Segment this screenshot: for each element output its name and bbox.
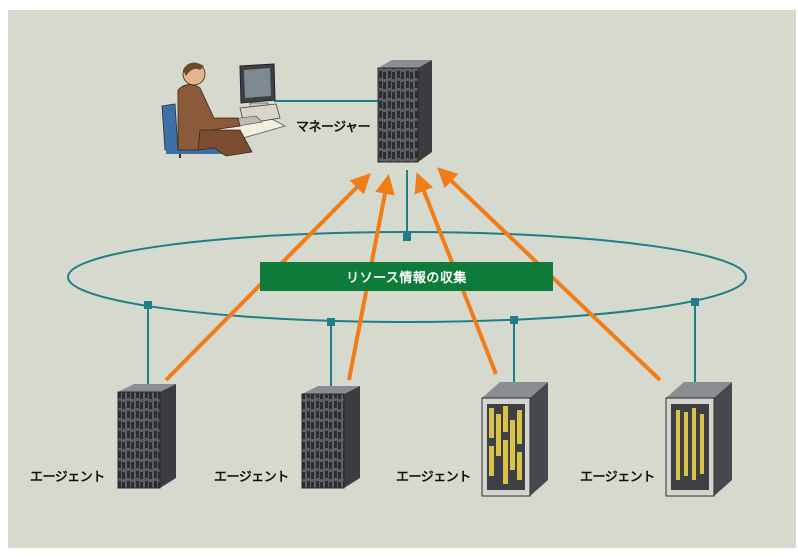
agent-links (147, 302, 696, 395)
manager-ring-node (403, 233, 411, 241)
agent-label-3: エージェント (396, 470, 471, 485)
agent-ring-nodes (144, 298, 699, 326)
agent-label-2: エージェント (214, 470, 289, 485)
agent-label-4: エージェント (580, 470, 655, 485)
operator-workstation-icon (161, 62, 287, 158)
manager-label: マネージャー (296, 120, 371, 135)
agent-rack-icon-4 (665, 382, 732, 497)
manager-server-icon (377, 60, 432, 163)
agent-server-icon-2 (301, 386, 360, 489)
agent-server-icon-1 (117, 384, 176, 489)
agent-label-1: エージェント (30, 470, 105, 485)
agent-rack-icon-3 (481, 382, 548, 497)
resource-collection-banner: リソース情報の収集 (260, 262, 553, 291)
